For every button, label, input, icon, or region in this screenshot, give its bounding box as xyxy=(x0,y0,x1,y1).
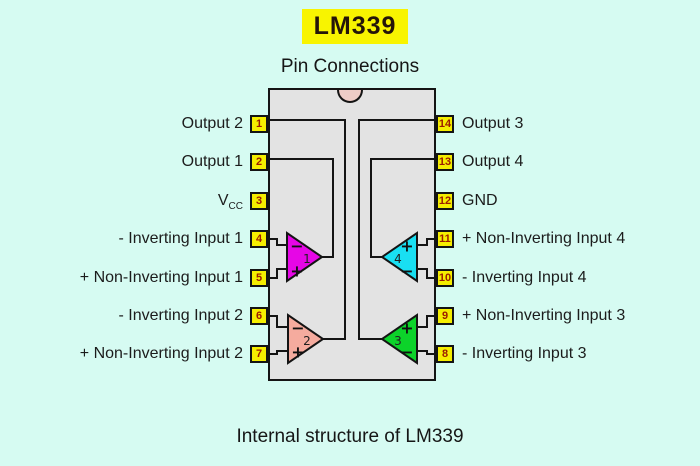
comp4-plus-sign: + xyxy=(400,237,413,256)
wire-pin13-to-comp4-output xyxy=(370,158,436,258)
comp1-plus-sign: + xyxy=(290,262,303,281)
caption: Internal structure of LM339 xyxy=(236,426,464,447)
pin2-box: 2 xyxy=(250,153,268,171)
page-title: LM339 xyxy=(313,12,397,40)
pin6-label: - Inverting Input 2 xyxy=(118,307,243,324)
pin14-box: 14 xyxy=(436,115,454,133)
pin7-box: 7 xyxy=(250,345,268,363)
pin9-label: + Non-Inverting Input 3 xyxy=(462,307,626,324)
wire-pin11-to-comp4-plus xyxy=(416,238,436,246)
internal-wires xyxy=(268,119,436,355)
pin13-label: Output 4 xyxy=(462,153,524,170)
pin4-label: - Inverting Input 1 xyxy=(118,230,243,247)
subtitle: Pin Connections xyxy=(280,56,420,77)
pin5-label: + Non-Inverting Input 1 xyxy=(79,269,243,286)
wire-pin1-to-comp2-output xyxy=(268,119,346,340)
comp1-number: 1 xyxy=(303,252,311,266)
pin8-box: 8 xyxy=(436,345,454,363)
pin13-box: 13 xyxy=(436,153,454,171)
comp4-number: 4 xyxy=(394,252,402,266)
comp3-minus-sign: − xyxy=(400,343,413,362)
comp1-minus-sign: − xyxy=(290,237,303,256)
pin11-label: + Non-Inverting Input 4 xyxy=(462,230,626,247)
pin12-label: GND xyxy=(462,192,498,209)
wire-pin2-to-comp1-output xyxy=(268,158,334,258)
pin11-box: 11 xyxy=(436,230,454,248)
pin10-label: - Inverting Input 4 xyxy=(462,269,587,286)
pin6-box: 6 xyxy=(250,307,268,325)
wire-pin4-to-comp1-minus xyxy=(268,238,288,246)
comparator-4-triangle xyxy=(380,231,418,283)
vcc-sub: CC xyxy=(228,201,243,213)
comp2-number: 2 xyxy=(303,334,311,348)
comparator-2-triangle xyxy=(287,313,325,365)
wire-pin5-to-comp1-plus xyxy=(268,268,288,279)
comp3-number: 3 xyxy=(394,334,402,348)
wire-pin7-to-comp2-plus xyxy=(268,350,289,355)
vcc-v: V xyxy=(217,192,229,209)
pin3-label: VCC xyxy=(217,191,243,213)
comp2-plus-sign: + xyxy=(291,343,304,362)
wire-pin9-to-comp3-plus xyxy=(415,315,436,328)
comp4-minus-sign: − xyxy=(400,262,413,281)
wire-pin8-to-comp3-minus xyxy=(415,350,436,355)
wire-pin10-to-comp4-minus xyxy=(416,268,436,279)
comparator-3-triangle xyxy=(380,313,418,365)
title-highlight: LM339 xyxy=(302,9,408,44)
wire-pin14-to-comp3-output xyxy=(358,119,436,340)
comp3-plus-sign: + xyxy=(400,319,413,338)
pin3-box: 3 xyxy=(250,192,268,210)
pin8-label: - Inverting Input 3 xyxy=(462,345,587,362)
pin2-label: Output 1 xyxy=(181,153,243,170)
pin1-label: Output 2 xyxy=(181,115,243,132)
pin5-box: 5 xyxy=(250,269,268,287)
comparator-1-triangle xyxy=(286,231,324,283)
pin7-label: + Non-Inverting Input 2 xyxy=(79,345,243,362)
comp2-minus-sign: − xyxy=(291,319,304,338)
pin1-box: 1 xyxy=(250,115,268,133)
pin14-label: Output 3 xyxy=(462,115,524,132)
pin10-box: 10 xyxy=(436,269,454,287)
wire-pin6-to-comp2-minus xyxy=(268,315,289,328)
pin12-box: 12 xyxy=(436,192,454,210)
pin4-box: 4 xyxy=(250,230,268,248)
pin9-box: 9 xyxy=(436,307,454,325)
